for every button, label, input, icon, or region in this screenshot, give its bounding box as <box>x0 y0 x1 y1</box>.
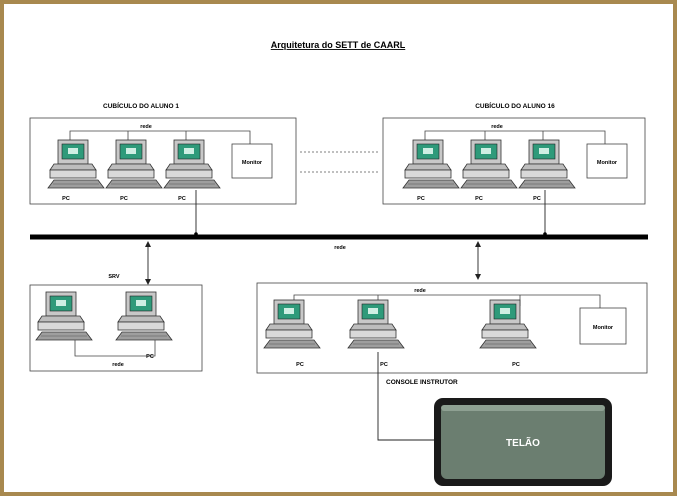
pc-group-c1 <box>47 139 221 189</box>
cpu-top <box>462 163 510 171</box>
cubicle-16-lan-label: rede <box>491 124 503 130</box>
cpu-case <box>349 329 397 339</box>
pc-group-c16 <box>402 139 576 189</box>
server-group: SRV rede PC <box>29 274 203 372</box>
cubicle-16-device-label: Monitor <box>597 160 618 166</box>
big-screen-label: TELÃO <box>506 436 540 449</box>
cubicle-1-label: CUBÍCULO DO ALUNO 1 <box>103 101 179 110</box>
cubicle-16-box <box>382 117 646 205</box>
monitor-window <box>184 148 194 154</box>
cubicle-16-lan-line <box>424 130 606 148</box>
pc-label: PC <box>380 362 388 368</box>
cpu-top <box>404 163 452 171</box>
big-screen-display <box>441 405 605 479</box>
instructor-device-box <box>579 307 627 345</box>
instructor-group: rede PC PC PC Monitor CONSOLE INSTRUTOR <box>256 282 648 386</box>
pc-workstation <box>402 139 460 189</box>
cpu-top <box>37 315 85 323</box>
pc-label: PC <box>62 196 70 202</box>
big-screen: TELÃO <box>434 398 612 486</box>
cpu-top <box>349 323 397 331</box>
console-screen-cable <box>377 352 440 441</box>
monitor-window <box>539 148 549 154</box>
cpu-top <box>49 163 97 171</box>
cpu-top <box>117 315 165 323</box>
cubicle-1: CUBÍCULO DO ALUNO 1 rede PC PC PC Monito… <box>29 101 297 205</box>
cpu-case <box>37 321 85 331</box>
cpu-case <box>107 169 155 179</box>
cubicle-1-device-box <box>231 143 273 179</box>
pc-workstation <box>47 139 105 189</box>
instructor-lan-label: rede <box>414 288 426 294</box>
server-workstation <box>115 291 173 341</box>
monitor-window <box>481 148 491 154</box>
monitor-window <box>68 148 78 154</box>
cubicle-1-lan-line <box>69 130 251 148</box>
pc-workstation <box>163 139 221 189</box>
server-group-label: SRV <box>108 274 120 280</box>
backbone-label: rede <box>334 245 346 251</box>
pc-label: PC <box>178 196 186 202</box>
cpu-case <box>462 169 510 179</box>
cubicle-16-label: CUBÍCULO DO ALUNO 16 <box>475 101 555 110</box>
server-group-lan-line <box>74 340 156 357</box>
pc-workstation <box>105 139 163 189</box>
cubicle-16-device-box <box>586 143 628 179</box>
cpu-top <box>107 163 155 171</box>
monitor-window <box>136 300 146 306</box>
pc-workstation <box>479 299 537 349</box>
monitor-window <box>126 148 136 154</box>
cubicle-1-box <box>29 117 297 205</box>
pc-label: PC <box>417 196 425 202</box>
cpu-case <box>520 169 568 179</box>
monitor-window <box>368 308 378 314</box>
cpu-top <box>481 323 529 331</box>
pc-workstation <box>518 139 576 189</box>
instructor-lan-line <box>293 294 601 310</box>
cpu-case <box>404 169 452 179</box>
cpu-case <box>49 169 97 179</box>
instructor-device-label: Monitor <box>593 325 614 331</box>
cpu-case <box>117 321 165 331</box>
diagram-title: Arquitetura do SETT de CAARL <box>271 40 406 50</box>
monitor-window <box>500 308 510 314</box>
pc-label: PC <box>512 362 520 368</box>
server-group-box <box>29 284 203 372</box>
server-group-lan-label: rede <box>112 362 124 368</box>
monitor-window <box>56 300 66 306</box>
pc-workstation <box>263 299 321 349</box>
cpu-top <box>520 163 568 171</box>
server-workstation <box>35 291 93 341</box>
cpu-top <box>165 163 213 171</box>
pc-workstation <box>347 299 405 349</box>
cpu-top <box>265 323 313 331</box>
cpu-case <box>481 329 529 339</box>
cubicle-1-device-label: Monitor <box>242 160 263 166</box>
pc-workstation <box>460 139 518 189</box>
instructor-box <box>256 282 648 374</box>
monitor-window <box>423 148 433 154</box>
monitor-window <box>284 308 294 314</box>
cubicle-1-lan-label: rede <box>140 124 152 130</box>
cpu-case <box>165 169 213 179</box>
pc-label: PC <box>146 354 154 360</box>
pc-label: PC <box>533 196 541 202</box>
cpu-case <box>265 329 313 339</box>
cubicle-16: CUBÍCULO DO ALUNO 16 rede PC PC PC Monit… <box>382 101 646 205</box>
pc-label: PC <box>120 196 128 202</box>
console-label: CONSOLE INSTRUTOR <box>386 379 458 386</box>
pc-label: PC <box>296 362 304 368</box>
pc-label: PC <box>475 196 483 202</box>
